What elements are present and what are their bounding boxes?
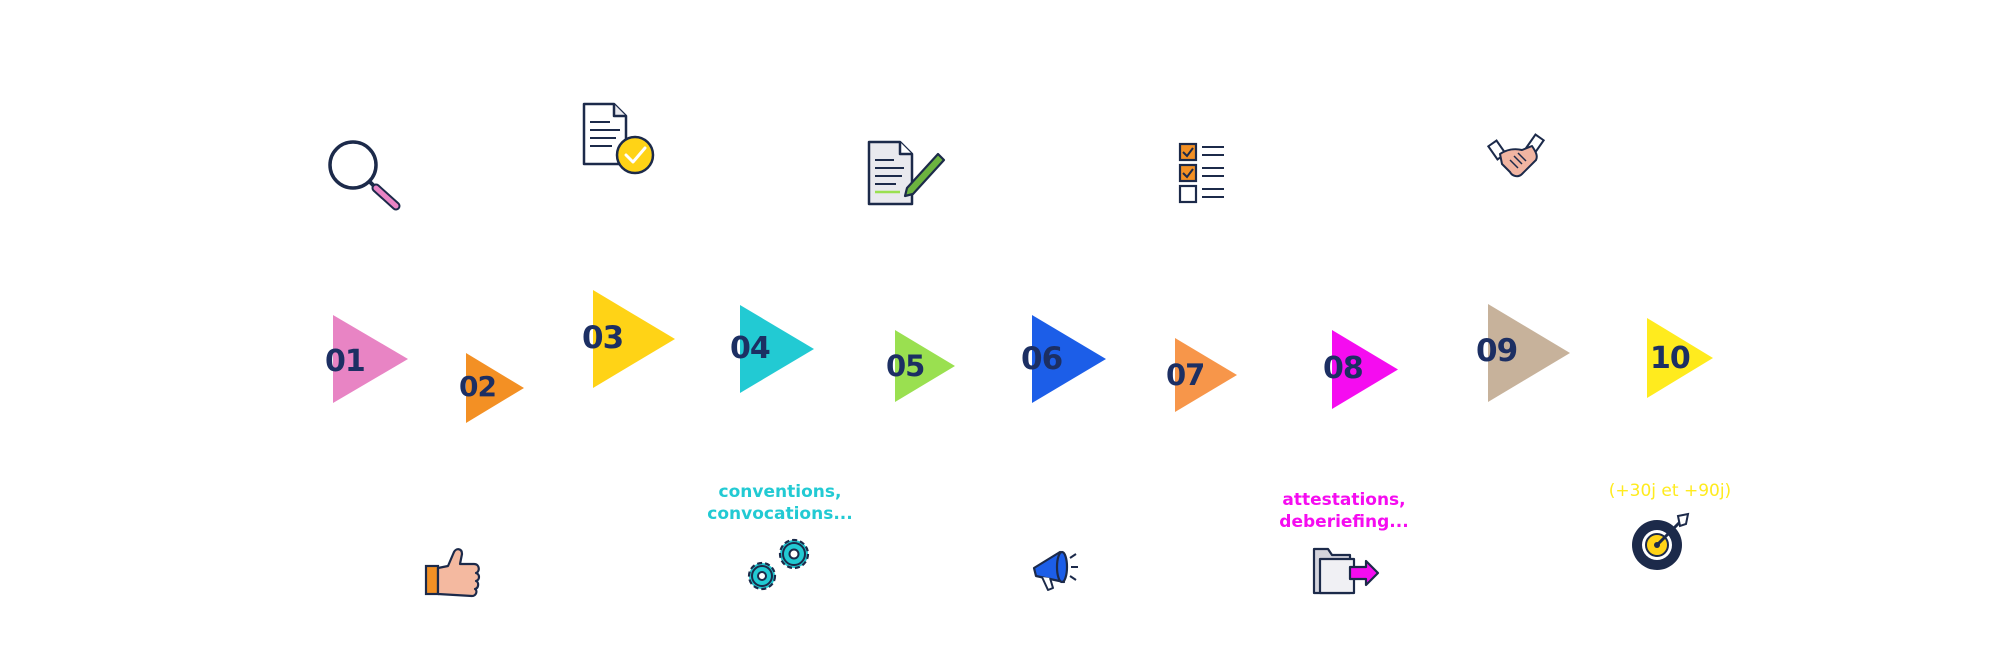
megaphone-icon: [1030, 546, 1082, 594]
step-08-caption: attestations, deberiefing...: [1264, 489, 1424, 533]
step-01-triangle: [333, 315, 408, 403]
step-05-number: 05: [886, 349, 925, 383]
step-08-caption-line2: deberiefing...: [1279, 512, 1409, 532]
step-06-triangle: [1032, 315, 1106, 403]
folder-export-icon: [1310, 545, 1382, 595]
magnifier-icon: [326, 138, 406, 211]
step-08-caption-line1: attestations,: [1282, 490, 1406, 510]
step-04-caption-line1: conventions,: [718, 482, 842, 502]
checklist-icon: [1178, 142, 1258, 214]
step-08-triangle: [1332, 330, 1398, 409]
step-10-triangle: [1647, 318, 1713, 398]
step-10-number: 10: [1650, 341, 1691, 376]
step-10-caption-line1: (+30j et +90j): [1608, 481, 1732, 501]
step-03-triangle: [593, 290, 675, 388]
step-05-triangle: [895, 330, 955, 402]
step-09-number: 09: [1476, 333, 1518, 369]
thumbs-up-icon: [424, 546, 484, 598]
step-07-number: 07: [1166, 358, 1205, 392]
step-02-triangle: [466, 353, 524, 423]
step-04-number: 04: [730, 331, 771, 366]
step-04-caption-line2: convocations...: [707, 504, 853, 524]
step-10-caption: (+30j et +90j): [1600, 480, 1740, 502]
step-04-caption: conventions, convocations...: [700, 481, 860, 525]
document-edit-icon: [866, 140, 946, 212]
step-07-triangle: [1175, 338, 1237, 412]
step-04-triangle: [740, 305, 814, 393]
document-check-icon: [580, 102, 660, 175]
handshake-icon: [1486, 133, 1552, 184]
step-09-triangle: [1488, 304, 1570, 402]
step-01-number: 01: [325, 344, 366, 379]
step-03-number: 03: [582, 320, 624, 356]
gears-icon: [742, 534, 816, 598]
step-06-number: 06: [1021, 341, 1063, 377]
step-02-number: 02: [459, 370, 497, 403]
target-icon: [1630, 512, 1694, 574]
step-08-number: 08: [1323, 351, 1364, 386]
